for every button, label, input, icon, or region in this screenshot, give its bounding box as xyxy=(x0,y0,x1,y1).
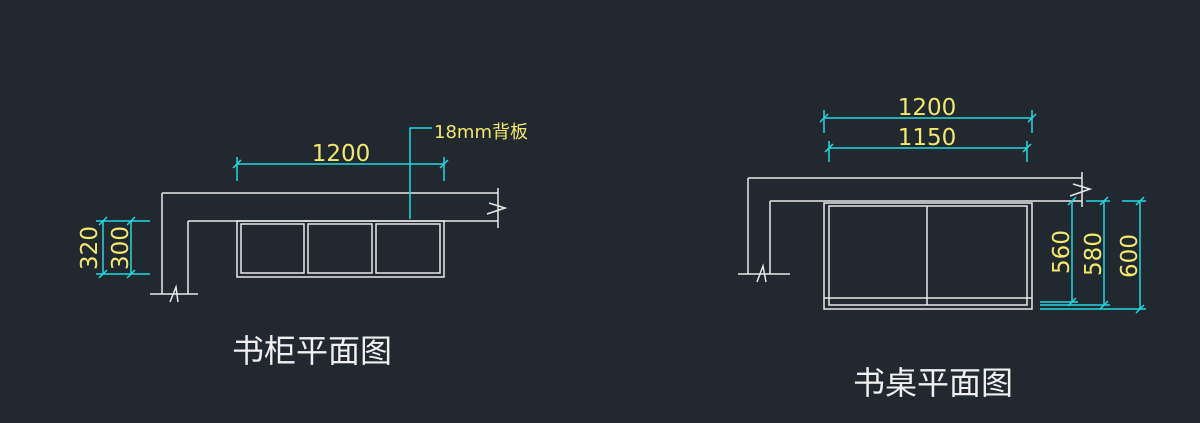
desk-outer-width-label: 1200 xyxy=(898,95,957,121)
bookcase-outer-depth-label: 320 xyxy=(77,226,103,270)
bookcase-inner-depth-label: 300 xyxy=(108,226,134,270)
desk-depth-label-600: 600 xyxy=(1117,234,1143,278)
bookcase-plan-title: 书柜平面图 xyxy=(232,332,392,370)
desk-break-symbol-right xyxy=(1069,183,1093,197)
bookcase-cabinet xyxy=(236,220,445,278)
desk-body xyxy=(823,202,1033,310)
bookcase-outline xyxy=(150,188,499,295)
desk-outline xyxy=(738,172,1083,275)
desk-depth-label-580: 580 xyxy=(1081,232,1107,276)
desk-plan: 1200 1150 560 580 600 书桌平面图 xyxy=(738,95,1146,402)
break-symbol-bottom xyxy=(169,284,179,303)
desk-depth-dimensions xyxy=(1040,196,1146,314)
desk-plan-title: 书桌平面图 xyxy=(853,364,1013,402)
bookcase-width-label: 1200 xyxy=(312,141,371,167)
desk-inner-width-label: 1150 xyxy=(898,125,957,151)
desk-depth-label-560: 560 xyxy=(1049,230,1075,274)
back-panel-note: 18mm背板 xyxy=(434,122,528,143)
desk-width-dimensions xyxy=(819,110,1037,162)
back-panel-leader xyxy=(409,127,432,219)
break-symbol-right xyxy=(486,202,508,215)
bookcase-plan: 1200 18mm背板 320 300 书柜平面图 xyxy=(77,122,528,370)
bookcase-depth-dimensions xyxy=(96,216,150,279)
desk-break-symbol-bottom xyxy=(756,263,767,283)
